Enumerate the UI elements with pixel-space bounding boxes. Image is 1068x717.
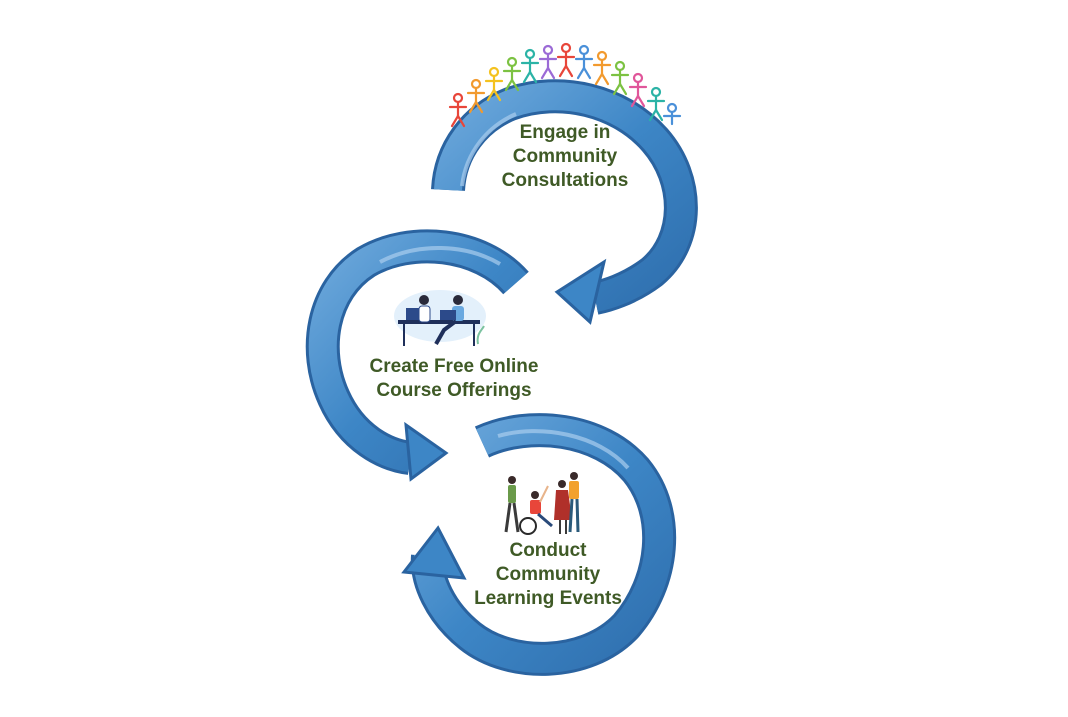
people-at-laptops-icon (394, 290, 486, 346)
step-label-line: Consultations (501, 170, 629, 191)
step-label-online-courses: Create Free Online Course Offerings (344, 355, 564, 403)
community-group-wheelchair-icon (504, 472, 580, 535)
step-label-consultations: Engage in Community Consultations (480, 121, 650, 193)
arrowhead-icon (554, 258, 607, 325)
step-label-line: Community (512, 146, 618, 167)
arrowhead-icon (401, 525, 467, 580)
cycle-arrow-consultations (431, 79, 698, 325)
step-label-line: Course Offerings (376, 380, 532, 401)
step-label-line: Community (495, 564, 601, 585)
step-label-line: Conduct (509, 540, 587, 561)
cycle-arrow-online-courses (305, 229, 529, 482)
step-label-learning-events: Conduct Community Learning Events (460, 539, 636, 611)
step-label-line: Create Free Online (369, 356, 539, 377)
arrowhead-icon (404, 421, 449, 482)
cycle-arrow-learning-events (401, 413, 677, 676)
diverse-people-crowd-icon (448, 42, 682, 128)
step-label-line: Engage in (519, 122, 611, 143)
step-label-line: Learning Events (474, 588, 622, 609)
